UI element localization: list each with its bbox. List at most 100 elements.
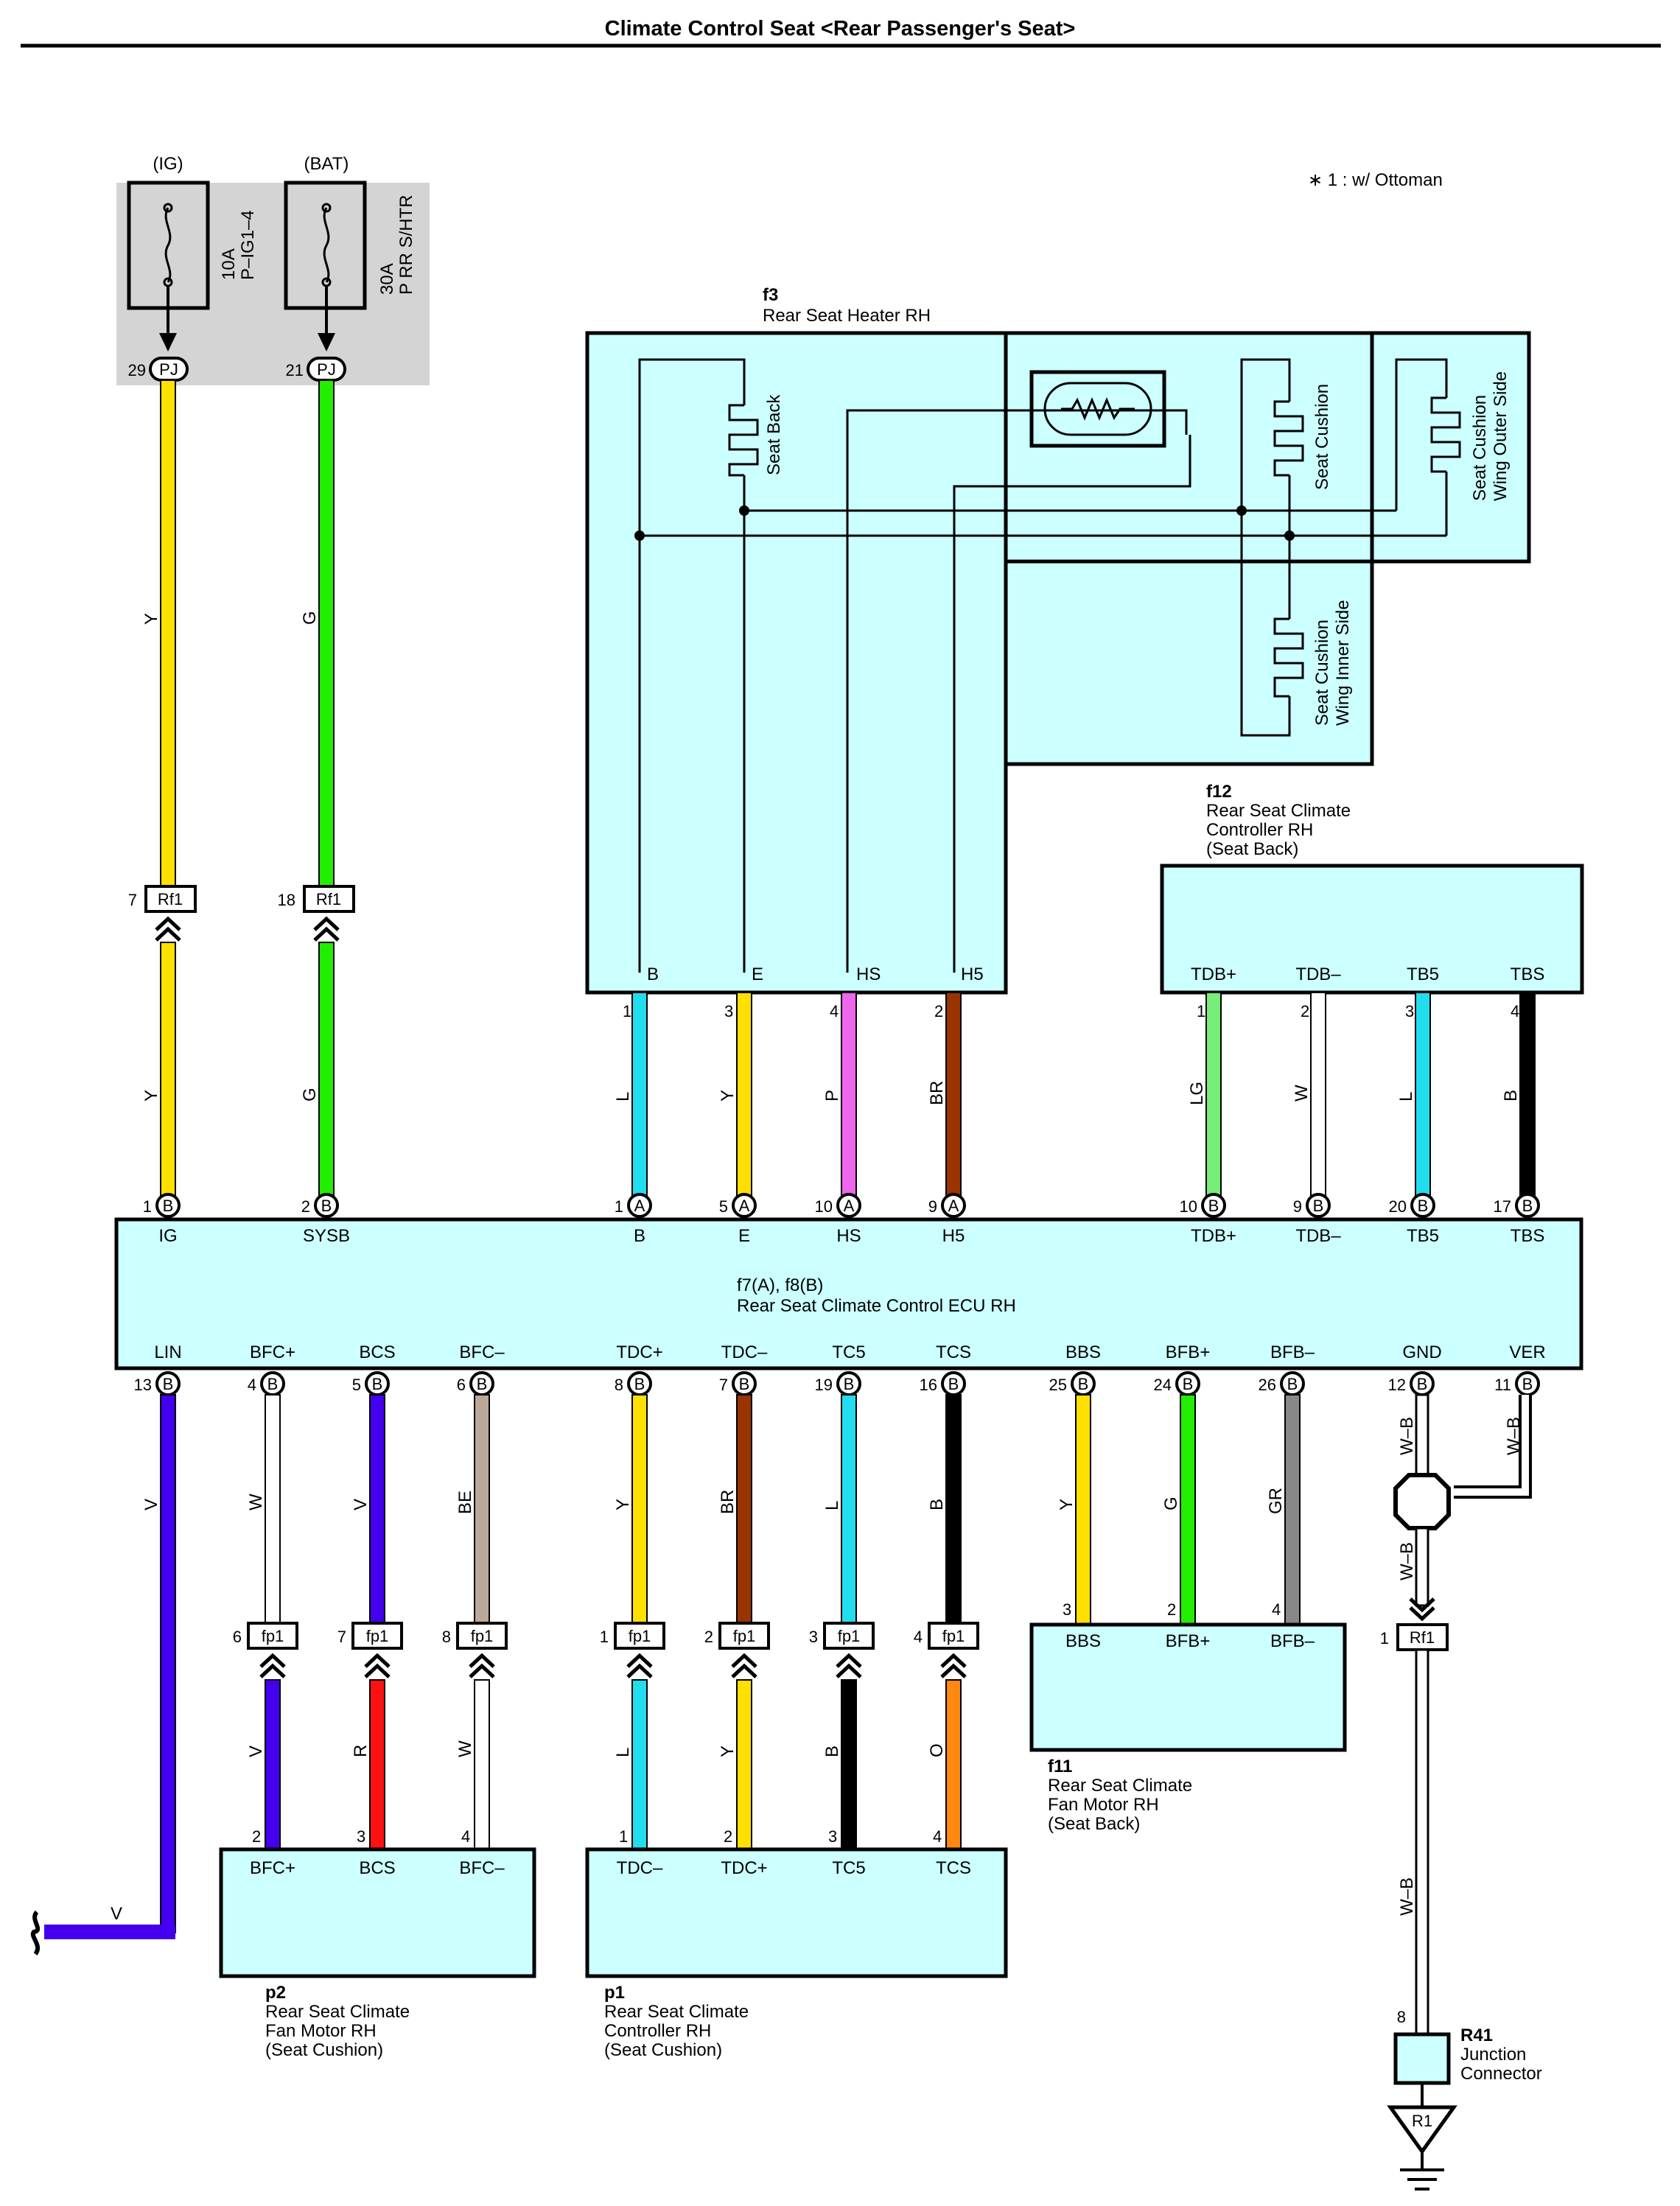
svg-text:f7(A), f8(B): f7(A), f8(B)	[737, 1275, 823, 1295]
svg-text:1: 1	[619, 1827, 628, 1846]
svg-text:TDC–: TDC–	[617, 1858, 663, 1878]
svg-text:2: 2	[934, 1002, 943, 1020]
svg-text:BCS: BCS	[359, 1342, 395, 1362]
p1-controller-seat-cushion: TDC– TDC+ TC5 TCS 1 2 3 4 p1 Rear Seat C…	[585, 1827, 1008, 2060]
svg-text:TCS: TCS	[936, 1858, 971, 1878]
svg-text:Rear Seat Climate: Rear Seat Climate	[265, 2002, 410, 2022]
svg-text:W–B: W–B	[1397, 1417, 1417, 1455]
f3-box-far-right	[1370, 331, 1531, 564]
svg-text:B: B	[163, 1197, 174, 1215]
svg-text:4: 4	[1511, 1002, 1519, 1020]
svg-text:B: B	[1313, 1197, 1324, 1215]
svg-text:TDC+: TDC+	[721, 1858, 767, 1878]
fuse-ig-arrow-icon	[159, 333, 177, 351]
svg-text:B: B	[634, 1226, 645, 1246]
ecu-top-pins: B1IGB2SYSBA1BA5EA10HSA9H5B10TDB+B9TDB–B2…	[143, 1193, 1544, 1246]
svg-text:E: E	[738, 1226, 750, 1246]
f11-fan-motor-seat-back: BBS BFB+ BFB– 3 2 4 f11 Rear Seat Climat…	[1029, 1600, 1347, 1834]
svg-text:6: 6	[457, 1376, 466, 1394]
svg-text:TDC–: TDC–	[721, 1342, 768, 1362]
svg-text:W: W	[455, 1740, 475, 1757]
svg-text:Y: Y	[1057, 1499, 1077, 1510]
fuse-bat-arrow-icon	[318, 333, 335, 351]
svg-text:PJ: PJ	[317, 360, 336, 379]
svg-text:TDB+: TDB+	[1191, 1226, 1236, 1246]
svg-text:TDB+: TDB+	[1191, 964, 1236, 984]
svg-text:1: 1	[1380, 1629, 1389, 1648]
svg-text:Rear Seat Climate: Rear Seat Climate	[1048, 1776, 1192, 1796]
svg-text:W: W	[1292, 1085, 1312, 1102]
svg-text:B: B	[1522, 1375, 1533, 1393]
svg-text:TCS: TCS	[936, 1342, 971, 1362]
svg-text:fp1: fp1	[629, 1627, 651, 1645]
svg-text:TDB–: TDB–	[1295, 1226, 1341, 1246]
f3-seat-heater: f3 Rear Seat Heater RH	[585, 285, 1531, 1020]
svg-text:20: 20	[1389, 1197, 1407, 1216]
svg-text:VER: VER	[1509, 1342, 1545, 1362]
svg-text:7: 7	[128, 891, 137, 909]
svg-text:17: 17	[1494, 1197, 1511, 1216]
seat-cushion-heater-icon	[1273, 400, 1304, 477]
ecu-box	[114, 1217, 1583, 1370]
svg-text:B: B	[1418, 1197, 1429, 1215]
svg-text:Fan Motor RH: Fan Motor RH	[1048, 1795, 1159, 1815]
svg-text:W–B: W–B	[1397, 1542, 1417, 1580]
svg-text:TDB–: TDB–	[1295, 964, 1341, 984]
ground-splice: W–B W–B W–B Rf1 1 W–B 8 R41 Junction Con…	[1380, 1393, 1542, 2191]
svg-text:3: 3	[724, 1002, 733, 1020]
svg-text:R1: R1	[1412, 2112, 1432, 2130]
svg-text:E: E	[752, 964, 763, 984]
svg-text:BE: BE	[455, 1491, 475, 1514]
fuse-ig-supply-label: (IG)	[153, 154, 183, 174]
svg-text:Rear Seat Climate: Rear Seat Climate	[604, 2002, 749, 2022]
svg-text:Wing Outer Side: Wing Outer Side	[1491, 371, 1511, 501]
fuse-bat-icon	[323, 207, 330, 283]
svg-text:4: 4	[1272, 1600, 1281, 1619]
svg-text:p2: p2	[265, 1983, 286, 2003]
svg-text:R41: R41	[1460, 2025, 1493, 2045]
svg-text:2: 2	[704, 1628, 713, 1646]
svg-text:GR: GR	[1266, 1488, 1286, 1514]
svg-text:Rf1: Rf1	[1410, 1628, 1435, 1647]
svg-text:16: 16	[920, 1376, 937, 1394]
upper-wires: Y G L Y P BR LG W L B	[141, 942, 1536, 1197]
svg-text:TC5: TC5	[832, 1342, 865, 1362]
svg-text:B: B	[739, 1375, 750, 1393]
f3-id: f3	[763, 285, 778, 305]
svg-text:10: 10	[815, 1197, 833, 1216]
svg-text:BFC+: BFC+	[250, 1342, 295, 1362]
svg-text:4: 4	[933, 1827, 942, 1846]
svg-text:4: 4	[461, 1827, 470, 1846]
svg-text:BFB+: BFB+	[1166, 1342, 1211, 1362]
svg-text:2: 2	[1167, 1600, 1176, 1619]
rf1-chevron-icon	[155, 916, 181, 942]
fuse-wires: Y G	[141, 379, 335, 887]
f3-box-lower-right	[1004, 559, 1374, 766]
fp1-chevron-icon	[259, 1653, 286, 1678]
svg-text:G: G	[300, 1088, 320, 1102]
svg-text:W: W	[246, 1494, 266, 1510]
svg-text:HS: HS	[856, 964, 881, 984]
f3-box-main	[585, 331, 1008, 995]
fp1-lower-wires: V R W L Y B O	[246, 1679, 962, 1850]
svg-text:B: B	[822, 1745, 842, 1757]
svg-text:fp1: fp1	[942, 1627, 965, 1645]
svg-text:B: B	[1183, 1375, 1194, 1393]
svg-text:TBS: TBS	[1511, 964, 1545, 984]
svg-text:(Seat Back): (Seat Back)	[1206, 839, 1298, 859]
svg-text:TB5: TB5	[1407, 964, 1439, 984]
svg-text:19: 19	[815, 1376, 833, 1394]
svg-text:BFC–: BFC–	[459, 1342, 505, 1362]
svg-text:18: 18	[278, 891, 295, 909]
svg-text:BFC–: BFC–	[459, 1858, 505, 1878]
f12-controller-seat-back: f12 Rear Seat Climate Controller RH (Sea…	[1160, 782, 1584, 1020]
svg-text:A: A	[948, 1197, 959, 1215]
svg-text:H5: H5	[961, 964, 984, 984]
svg-text:B: B	[647, 964, 659, 984]
svg-text:BR: BR	[927, 1081, 947, 1105]
